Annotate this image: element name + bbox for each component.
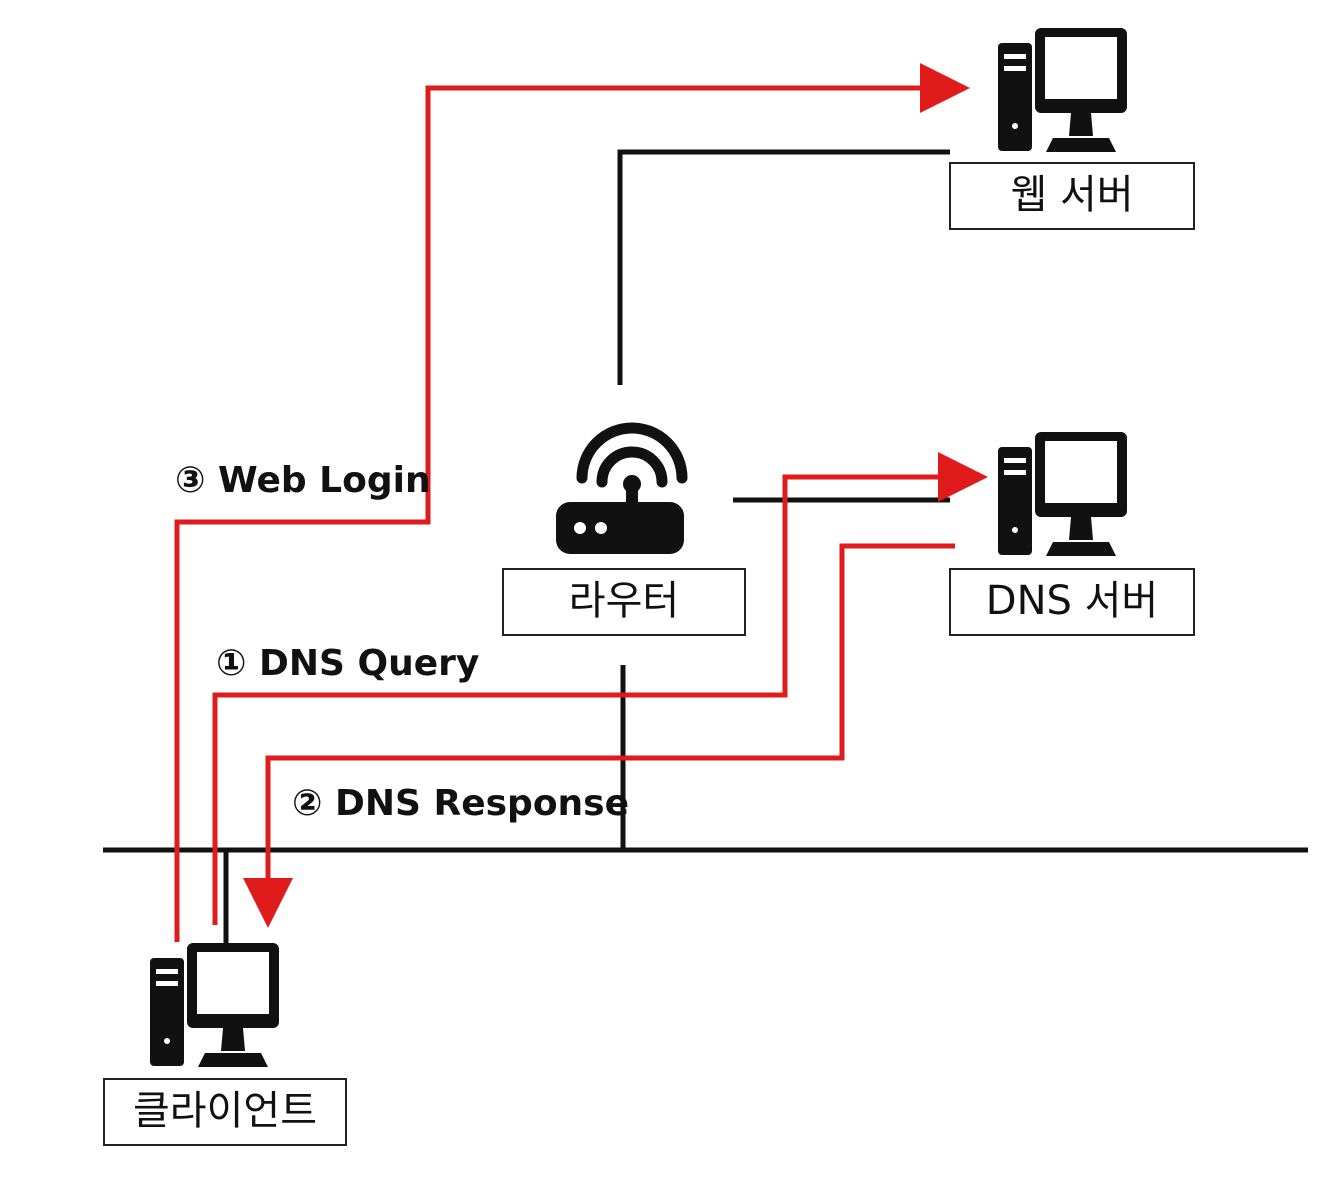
dns-server-label: DNS 서버 <box>986 578 1158 624</box>
web-login-arrow <box>174 63 970 942</box>
web-server-label: 웹 서버 <box>1010 172 1133 218</box>
client-node: 클라이언트 <box>103 943 347 1146</box>
client-label: 클라이언트 <box>133 1088 317 1134</box>
desktop-computer-icon <box>150 943 279 1067</box>
router-node: 라우터 <box>502 422 746 636</box>
router-label-box <box>502 568 746 636</box>
desktop-computer-icon <box>998 28 1127 152</box>
dns-query-arrow <box>212 452 988 925</box>
desktop-computer-icon <box>998 432 1127 556</box>
client-label-box <box>103 1078 347 1146</box>
network-wiring <box>103 149 1308 945</box>
web-server-label-box <box>949 162 1195 230</box>
router-web-link <box>617 149 950 385</box>
router-label: 라우터 <box>569 578 679 624</box>
dns-server-label-box <box>949 568 1195 636</box>
dns-response-label: ② DNS Response <box>292 783 629 824</box>
dns-server-node: DNS 서버 <box>949 432 1195 636</box>
web-login-label: ③ Web Login <box>175 460 431 501</box>
web-server-node: 웹 서버 <box>949 28 1195 230</box>
dns-response-arrow <box>243 543 955 928</box>
wifi-router-icon <box>556 422 688 554</box>
dns-query-label: ① DNS Query <box>216 643 479 684</box>
traffic-flows <box>174 63 988 942</box>
